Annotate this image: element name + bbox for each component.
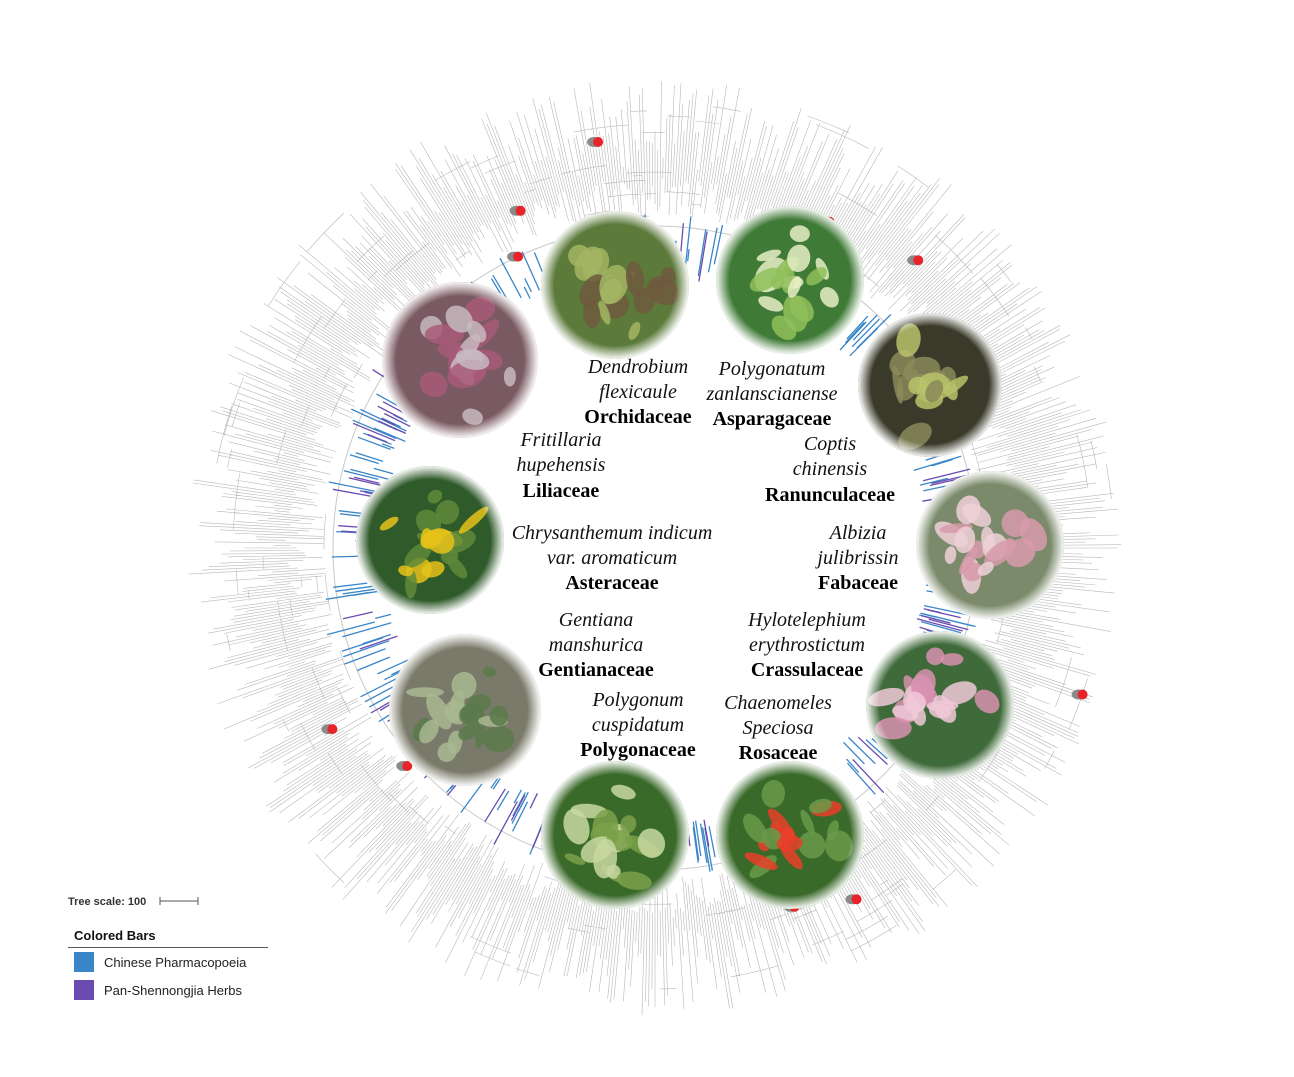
photo-vignette xyxy=(716,761,864,909)
species-line-2: manshurica xyxy=(549,634,643,656)
photo-dendrobium-flexicaule xyxy=(541,211,689,359)
family-name: Orchidaceae xyxy=(584,406,692,428)
label-orchidaceae: Dendrobium flexicaule Orchidaceae xyxy=(584,356,692,428)
species-line-2: chinensis xyxy=(793,458,868,480)
label-rosaceae: Chaenomeles Speciosa Rosaceae xyxy=(724,692,832,764)
family-name: Asteraceae xyxy=(565,572,658,594)
species-line-2: cuspidatum xyxy=(592,714,684,736)
photo-vignette xyxy=(382,282,538,438)
species-line-2: zanlanscianense xyxy=(705,383,837,405)
legend-item-shennongjia: Pan-Shennongjia Herbs xyxy=(68,976,268,1004)
species-line-1: Hylotelephium xyxy=(747,609,866,631)
node-marker xyxy=(851,894,862,905)
node-marker xyxy=(913,255,924,266)
node-marker xyxy=(593,137,604,147)
family-name: Polygonaceae xyxy=(580,739,696,761)
species-line-1: Coptis xyxy=(804,433,856,455)
label-polygonaceae: Polygonum cuspidatum Polygonaceae xyxy=(580,689,696,761)
photo-polygonum-cuspidatum xyxy=(541,761,689,909)
species-line-1: Dendrobium xyxy=(587,356,688,378)
legend-swatch-purple xyxy=(74,980,94,1000)
species-line-2: erythrostictum xyxy=(749,634,865,656)
node-marker xyxy=(515,205,526,216)
species-line-1: Albizia xyxy=(828,522,887,544)
label-liliaceae: Fritillaria hupehensis Liliaceae xyxy=(517,429,606,502)
family-name: Ranunculaceae xyxy=(765,484,895,506)
photo-vignette xyxy=(389,634,541,786)
species-line-1: Chrysanthemum indicum xyxy=(512,522,713,544)
species-line-2: julibrissin xyxy=(814,547,898,569)
species-line-1: Polygonatum xyxy=(718,358,826,380)
photo-vignette xyxy=(716,206,864,354)
colored-bars-legend: Colored Bars Chinese Pharmacopoeia Pan-S… xyxy=(68,926,268,1012)
node-marker xyxy=(513,251,524,262)
label-asteraceae: Chrysanthemum indicum var. aromaticum As… xyxy=(512,522,713,594)
species-line-1: Fritillaria xyxy=(519,429,601,451)
species-line-1: Polygonum xyxy=(591,689,683,711)
photo-vignette xyxy=(356,466,504,614)
species-line-2: hupehensis xyxy=(517,454,606,476)
photo-fritillaria-hupehensis xyxy=(382,282,538,438)
species-line-1: Chaenomeles xyxy=(724,692,832,714)
photo-vignette xyxy=(916,471,1064,619)
species-line-2: flexicaule xyxy=(599,381,677,403)
photo-vignette xyxy=(541,211,689,359)
label-asparagaceae: Polygonatum zanlanscianense Asparagaceae xyxy=(705,358,837,430)
family-name: Asparagaceae xyxy=(713,408,832,430)
family-name: Liliaceae xyxy=(523,480,600,502)
node-marker xyxy=(402,761,413,771)
legend-item-pharmacopoeia: Chinese Pharmacopoeia xyxy=(68,948,268,976)
node-marker xyxy=(327,724,338,735)
family-name: Fabaceae xyxy=(818,572,898,594)
photo-vignette xyxy=(541,761,689,909)
family-name: Crassulaceae xyxy=(751,659,863,681)
photo-gentiana-manshurica xyxy=(389,634,541,786)
node-marker xyxy=(1077,689,1088,700)
label-ranunculaceae: Coptis chinensis Ranunculaceae xyxy=(765,433,895,506)
photo-polygonatum-zanlanscianense xyxy=(716,206,864,354)
tree-scale-label: Tree scale: 100 xyxy=(68,896,146,908)
family-name: Gentianaceae xyxy=(538,659,654,681)
legend-swatch-blue xyxy=(74,952,94,972)
legend-title: Colored Bars xyxy=(68,926,268,948)
tree-scale: Tree scale: 100 xyxy=(68,896,199,908)
species-line-2: Speciosa xyxy=(742,717,813,739)
species-line-1: Gentiana xyxy=(559,609,633,631)
photo-hylotelephium-erythrostictum xyxy=(866,631,1014,779)
label-fabaceae: Albizia julibrissin Fabaceae xyxy=(814,522,898,594)
legend-label: Chinese Pharmacopoeia xyxy=(104,954,247,970)
photo-chrysanthemum-indicum xyxy=(356,466,504,614)
photo-coptis-chinensis xyxy=(858,313,1002,457)
family-name: Rosaceae xyxy=(739,742,818,764)
species-line-2: var. aromaticum xyxy=(547,547,677,569)
label-gentianaceae: Gentiana manshurica Gentianaceae xyxy=(538,609,654,681)
legend-label: Pan-Shennongjia Herbs xyxy=(104,982,243,998)
photo-albizia-julibrissin xyxy=(916,471,1064,619)
photo-vignette xyxy=(866,631,1014,779)
label-crassulaceae: Hylotelephium erythrostictum Crassulacea… xyxy=(747,609,866,681)
photo-chaenomeles-speciosa xyxy=(716,761,864,909)
photo-vignette xyxy=(858,313,1002,457)
